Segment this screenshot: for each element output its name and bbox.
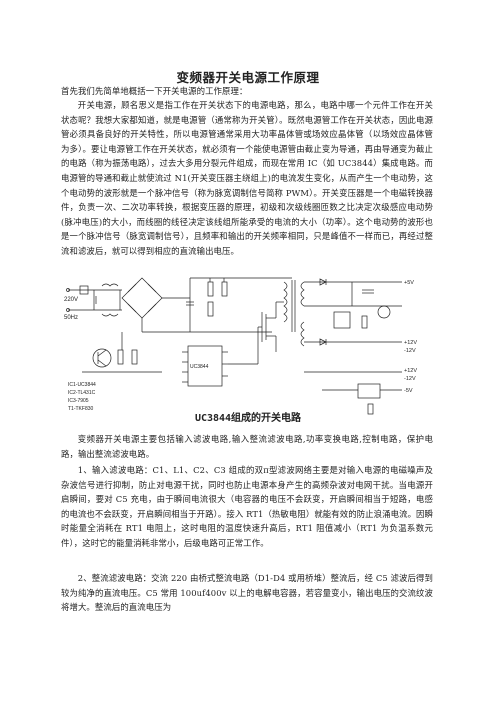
power-switch [228,302,277,365]
ic2-feedback [333,305,391,329]
intro-paragraph: 首先我们先简单地概括一下开关电源的工作原理： [61,86,248,96]
ic-legend-2: IC2-TL431C [68,390,96,396]
circuit-schematic: 220V 50Hz UC3844 [64,277,417,415]
output-neg5v-label: -5V [404,388,413,394]
ic3-regulator [322,383,402,415]
ac-frequency-label: 50Hz [64,315,78,321]
startup-resistors [207,278,228,317]
bulk-capacitor [141,278,272,333]
left-transistor [82,332,162,373]
input-filter [79,283,121,317]
schematic-caption: UC3844组成的开关电路 [194,413,302,424]
output-rectifiers [304,278,402,373]
output-5v-label: +5V [404,280,414,286]
output-neg12v-label: -12V [404,348,416,354]
body-paragraph-3: 1、输入滤波电路：C1、L1、C2、C3 组成的双π型滤波网络主要是对输入电源的… [61,465,433,548]
body-paragraph-4: 2、整流滤波电路：交流 220 由桥式整流电路（D1-D4 或用桥堆）整流后，经… [61,573,433,613]
ac-input-wires [66,288,122,312]
output-neg12v-b-label: -12V [404,376,416,382]
ac-voltage-label: 220V [64,297,78,303]
output-12v-label: +12V [404,340,417,346]
ic-legend-1: IC1-UC3844 [68,382,96,388]
output-12v-b-label: +12V [404,368,417,374]
ic-legend-3: IC3-7905 [68,398,89,404]
body-paragraph-2: 变频器开关电源主要包括输入滤波电路,输入整流滤波电路,功率变换电路,控制电路，保… [61,434,433,459]
transformer [276,280,305,347]
ic1-controller [182,345,228,387]
ic1-part-label: UC3844 [190,364,209,370]
ic-legend-4: T1-TKF830 [68,406,94,412]
page-title: 变频器开关电源工作原理 [176,70,320,85]
bridge-rectifier [121,277,190,319]
body-paragraph-1: 开关电源，顾名思义是指工作在开关状态下的电源电路，那么，电路中哪一个元件工作在开… [61,100,433,256]
